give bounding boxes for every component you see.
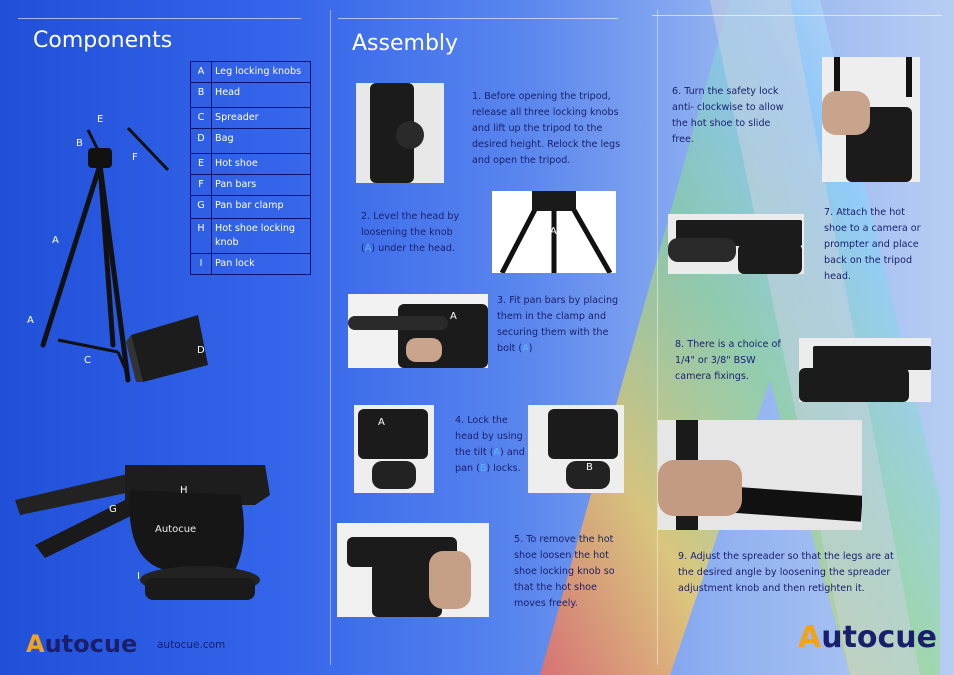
step6-text: 6. Turn the safety lock anti- clockwise … — [672, 86, 784, 145]
tripod-label: F — [132, 152, 138, 163]
step1-photo — [356, 83, 444, 183]
head-label: G — [109, 504, 117, 515]
step7-photo — [668, 214, 804, 274]
step5-photo — [337, 523, 489, 617]
step8-photo — [799, 338, 931, 402]
tripod-label: A — [27, 315, 34, 326]
step8-text: 8. There is a choice of 1/4" or 3/8" BSW… — [675, 339, 781, 382]
head-label: I — [137, 571, 140, 582]
step4-photo-label-a: A — [378, 417, 385, 428]
step9-photo — [658, 420, 862, 530]
head-brand-mark: Autocue — [155, 524, 196, 535]
step4-photo-label-b: B — [586, 462, 593, 473]
autocue-logo: Autocue — [26, 630, 138, 658]
tripod-label: A — [52, 235, 59, 246]
tripod-label: E — [97, 114, 104, 125]
step7-text: 7. Attach the hot shoe to a camera or pr… — [824, 207, 921, 282]
step4-text: 4. Lock the head by using the tilt (A) a… — [455, 415, 525, 474]
step2-photo-label: A — [550, 226, 557, 237]
panel-divider — [657, 10, 658, 665]
components-title: Components — [33, 28, 173, 53]
step6-photo — [822, 57, 920, 182]
step2-photo — [492, 191, 616, 273]
assembly-title: Assembly — [352, 31, 459, 56]
tripod-label: D — [197, 345, 205, 356]
step9-text: 9. Adjust the spreader so that the legs … — [678, 551, 894, 594]
step3-photo-label: A — [450, 311, 457, 322]
step3-photo — [348, 294, 488, 368]
step5-text: 5. To remove the hot shoe loosen the hot… — [514, 534, 615, 609]
tripod-label: B — [76, 138, 83, 149]
step4-photo-pan — [528, 405, 624, 493]
header-rule — [652, 15, 942, 16]
header-rule — [338, 18, 618, 19]
tripod-label: C — [84, 355, 91, 366]
step2-text: 2. Level the head by loosening the knob … — [361, 211, 460, 254]
website-link[interactable]: autocue.com — [157, 639, 226, 651]
step4-photo-tilt — [354, 405, 434, 493]
panel-divider — [330, 10, 331, 665]
fluid-head-illustration: Autocue — [15, 465, 270, 600]
autocue-logo-right: Autocue — [798, 620, 938, 655]
tripod-illustration — [40, 126, 208, 383]
step3-text: 3. Fit pan bars by placing them in the c… — [497, 295, 619, 354]
step1-text: 1. Before opening the tripod, release al… — [472, 91, 621, 166]
head-label: H — [180, 485, 188, 496]
header-rule — [18, 18, 301, 19]
